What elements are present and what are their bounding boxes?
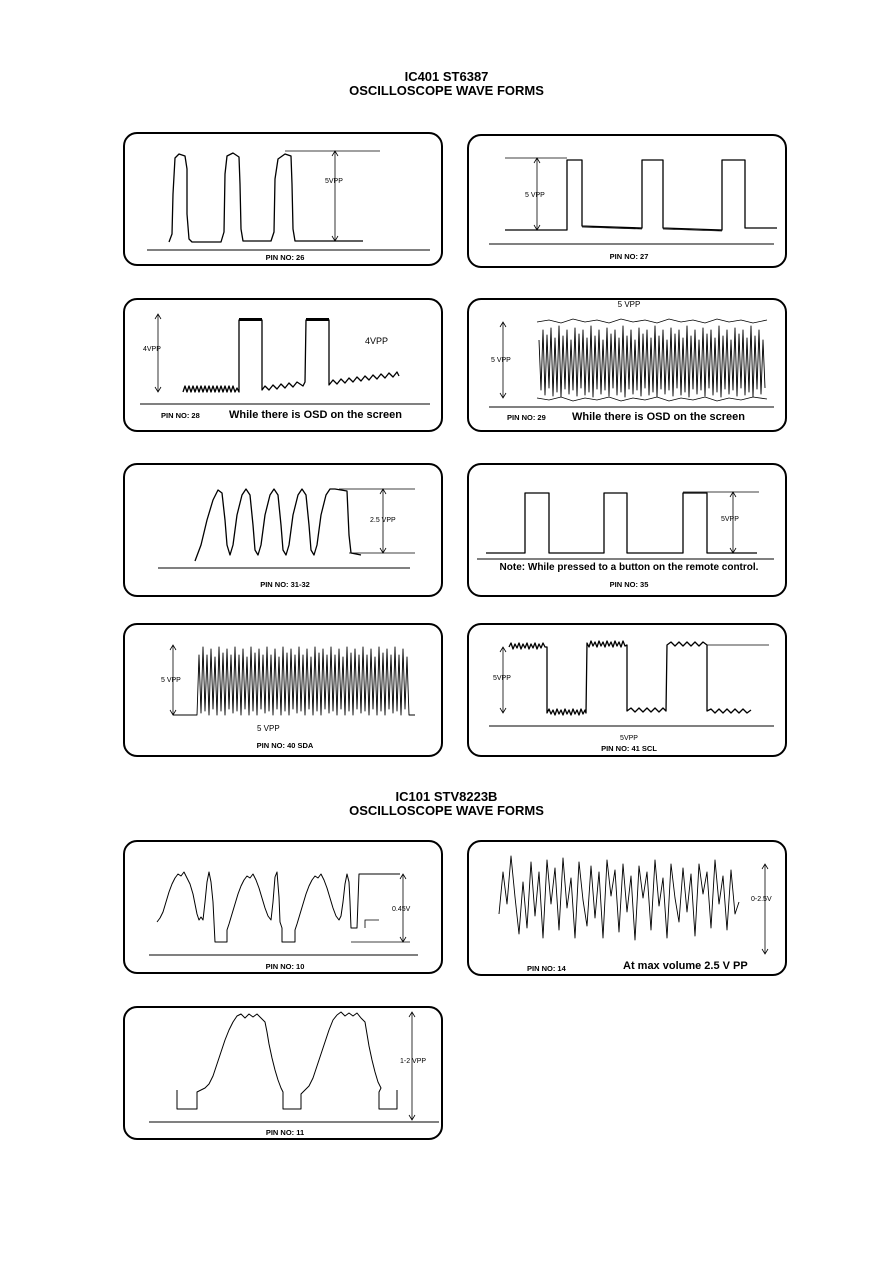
amplitude-label-right: 4VPP (365, 336, 389, 346)
waveform-graph-pin-11 (149, 1011, 439, 1123)
waveform-panel-pin-26: 5VPP PIN NO: 26 (123, 132, 443, 266)
condition-note: While there is OSD on the screen (572, 411, 745, 423)
waveform-graph-pin-35 (477, 491, 774, 560)
waveform-panel-pin-14: 0-2.5V PIN NO: 14 At max volume 2.5 V PP (467, 840, 787, 976)
section-title-ic401-line1: IC401 ST6387 (404, 69, 489, 84)
amplitude-label: 1-2 VPP (400, 1058, 427, 1065)
amplitude-label-left: 5 VPP (491, 357, 511, 364)
waveform-panel-pin-10: 0.45V PIN NO: 10 (123, 840, 443, 974)
waveform-graph-pin-29 (489, 318, 774, 408)
amplitude-label-top: 5 VPP (617, 300, 641, 309)
amplitude-label-bottom: 5VPP (620, 735, 638, 742)
amplitude-label: 5VPP (721, 516, 739, 523)
condition-note: While there is OSD on the screen (229, 409, 402, 421)
pin-label: PIN NO: 10 (265, 962, 305, 971)
amplitude-label-left: 4VPP (143, 346, 161, 353)
waveform-panel-pin-35: 5VPP Note: While pressed to a button on … (467, 463, 787, 597)
amplitude-label: 0.45V (392, 906, 411, 913)
waveform-graph-pin-31-32 (158, 488, 415, 569)
pin-label: PIN NO: 28 (161, 411, 200, 420)
waveform-graph-pin-28 (140, 313, 430, 405)
waveform-panel-pin-29: 5 VPP 5 VPP PIN NO: 29 While there is OS… (467, 298, 787, 432)
amplitude-label: 5 VPP (525, 192, 545, 199)
amplitude-label-left: 5 VPP (161, 677, 181, 684)
pin-label: PIN NO: 40 SDA (256, 741, 314, 750)
waveform-graph-pin-27 (489, 157, 777, 245)
pin-label: PIN NO: 27 (609, 252, 649, 261)
waveform-panel-pin-40-sda: 5 VPP 5 VPP PIN NO: 40 SDA (123, 623, 443, 757)
amplitude-label-bottom: 5 VPP (257, 724, 280, 733)
pin-label: PIN NO: 11 (265, 1128, 305, 1137)
section-title-ic101-line1: IC101 STV8223B (395, 789, 498, 804)
waveform-panel-pin-41-scl: 5VPP 5VPP PIN NO: 41 SCL (467, 623, 787, 757)
pin-label: PIN NO: 14 (527, 964, 566, 973)
section-title-ic101-line2: OSCILLOSCOPE WAVE FORMS (349, 803, 544, 818)
waveform-graph-pin-26 (147, 150, 430, 251)
condition-note: Note: While pressed to a button on the r… (499, 562, 759, 573)
section-title-ic101: IC101 STV8223B OSCILLOSCOPE WAVE FORMS (0, 790, 893, 818)
waveform-graph-pin-41-scl (489, 640, 774, 727)
section-title-ic401: IC401 ST6387 OSCILLOSCOPE WAVE FORMS (0, 70, 893, 98)
condition-note: At max volume 2.5 V PP (623, 960, 748, 972)
waveform-graph-pin-14 (498, 855, 769, 955)
amplitude-label: 2.5 VPP (370, 517, 396, 524)
pin-label: PIN NO: 41 SCL (601, 744, 657, 753)
amplitude-label: 0-2.5V (751, 896, 772, 903)
waveform-graph-pin-10 (149, 871, 418, 956)
waveform-graph-pin-40-sda (169, 644, 415, 716)
pin-label: PIN NO: 26 (265, 253, 305, 262)
pin-label: PIN NO: 31-32 (260, 580, 310, 589)
section-title-ic401-line2: OSCILLOSCOPE WAVE FORMS (349, 83, 544, 98)
amplitude-label: 5VPP (325, 178, 343, 185)
pin-label: PIN NO: 29 (507, 413, 546, 422)
waveform-panel-pin-31-32: 2.5 VPP PIN NO: 31-32 (123, 463, 443, 597)
amplitude-label-left: 5VPP (493, 675, 511, 682)
pin-label: PIN NO: 35 (609, 580, 649, 589)
waveform-panel-pin-28: 4VPP 4VPP PIN NO: 28 While there is OSD … (123, 298, 443, 432)
waveform-panel-pin-11: 1-2 VPP PIN NO: 11 (123, 1006, 443, 1140)
waveform-panel-pin-27: 5 VPP PIN NO: 27 (467, 134, 787, 268)
